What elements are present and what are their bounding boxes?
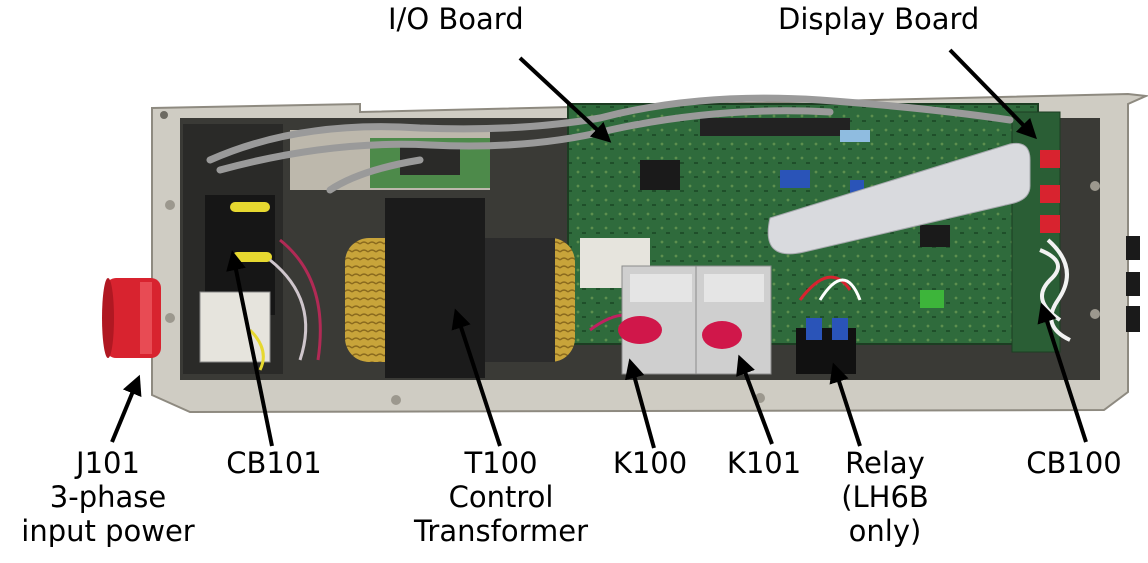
ribbon-cable: [767, 142, 1031, 255]
callout-arrows: [110, 48, 1088, 449]
arrow-cb100: [1037, 302, 1088, 443]
arrow-cb101: [226, 250, 274, 447]
t100-transformer: [345, 198, 575, 378]
arrow-relay: [829, 362, 862, 447]
relay: [796, 318, 856, 374]
label-relay: Relay (LH6B only): [841, 446, 929, 548]
right-edge-connectors: [1126, 236, 1140, 332]
arrow-k100: [625, 358, 656, 449]
label-display-board: Display Board: [778, 2, 980, 36]
label-cb101: CB101: [226, 446, 322, 480]
j101-connector: [102, 278, 161, 358]
label-k101: K101: [726, 446, 802, 480]
label-k100: K100: [612, 446, 688, 480]
arrow-display-board: [948, 48, 1037, 140]
label-t100: T100 Control Transformer: [413, 446, 588, 548]
wire-bundle: [206, 94, 1014, 194]
label-j101: J101 3-phase input power: [21, 446, 195, 548]
arrow-t100: [451, 308, 502, 447]
arrow-k101: [736, 354, 774, 445]
k101-contactor: [695, 265, 772, 375]
arrow-io-board: [518, 56, 612, 143]
label-cb100: CB100: [1026, 446, 1122, 480]
k100-contactor: [618, 265, 703, 375]
arrow-j101: [110, 374, 142, 443]
label-io-board: I/O Board: [388, 2, 524, 36]
